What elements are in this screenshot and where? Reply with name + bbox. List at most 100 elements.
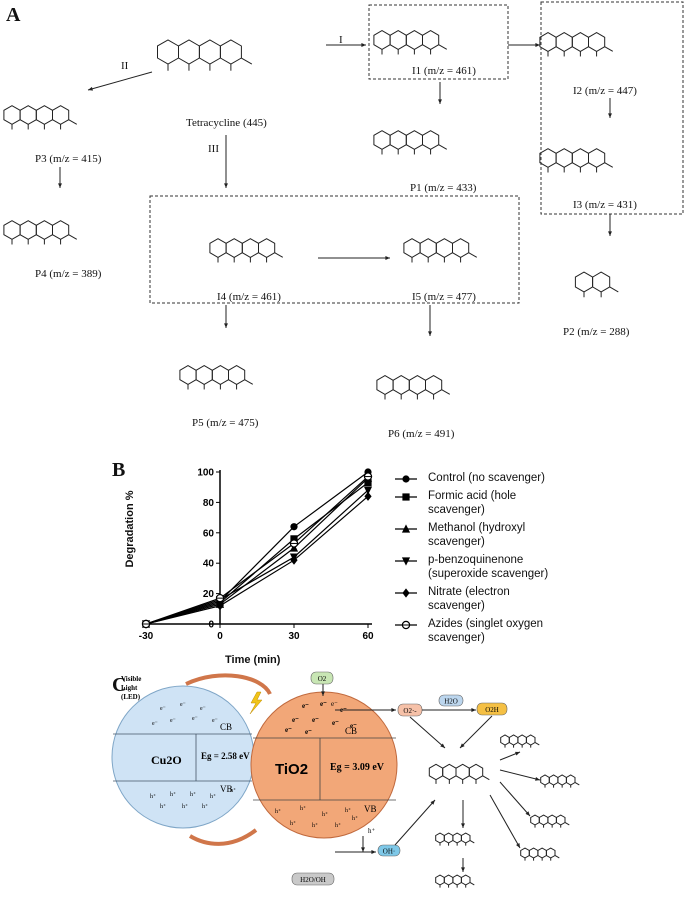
ring [500, 734, 510, 746]
ring [209, 238, 227, 258]
x-axis-title: Time (min) [225, 654, 281, 666]
bond [441, 389, 451, 395]
arrow-head [58, 183, 62, 188]
arrow-product-5 [461, 800, 465, 828]
electron: e⁻ [160, 706, 166, 712]
ring [389, 30, 407, 50]
arrow-head [321, 691, 325, 696]
cu2o-vb-label: VB [220, 784, 233, 794]
arrow-head [361, 43, 366, 47]
electron: e⁻ [192, 716, 198, 722]
ring [548, 774, 559, 786]
electron: e⁻ [302, 702, 309, 710]
structure-label-i5: I5 (m/z = 477) [412, 291, 476, 303]
arrow-head [608, 113, 612, 118]
o2-radical-bubble: O2·- [397, 703, 423, 717]
legend-item: Control (no scavenger) [395, 471, 595, 489]
hole: h⁺ [210, 793, 216, 800]
hole: h⁺ [202, 803, 208, 810]
oh-radical-bubble-text: OH· [383, 848, 395, 856]
electron: e⁻ [152, 721, 158, 727]
o2-bubble-text: O2 [318, 675, 327, 683]
ring [195, 365, 213, 385]
legend-label: p-benzoquinenone [428, 554, 524, 566]
arrow-pathway-ii [87, 71, 153, 91]
bond [68, 234, 78, 240]
ring [468, 763, 484, 781]
ring [537, 847, 547, 859]
structure-label-p1: P1 (m/z = 433) [410, 182, 477, 194]
legend-label: Control (no scavenger) [428, 472, 545, 484]
ring [539, 32, 557, 52]
arrow-i1-to-i2 [508, 43, 540, 47]
hole: h⁺ [230, 787, 236, 794]
arrow-head [224, 323, 228, 328]
x-tick-label: 60 [362, 631, 374, 642]
y-axis-title: Degradation % [124, 490, 136, 568]
marker-shape [364, 479, 372, 487]
ring [539, 148, 557, 168]
hole: h⁺ [352, 815, 358, 822]
marker-shape [290, 535, 298, 543]
ring [588, 148, 606, 168]
marker-shape [402, 493, 410, 501]
structure-label-i2: I2 (m/z = 447) [573, 85, 637, 97]
arrow-i3-to-p2 [608, 214, 612, 236]
structure-label-i1: I1 (m/z = 461) [412, 65, 476, 77]
legend-marker [395, 588, 417, 598]
arrow-pathway-iii [224, 135, 228, 188]
electron: e⁻ [312, 716, 319, 724]
ring [389, 130, 407, 150]
arrow-shaft [409, 716, 446, 749]
hole: h⁺ [312, 822, 318, 829]
arrow-shaft [87, 71, 153, 91]
arrow-shaft [499, 781, 531, 817]
arrow-head [461, 867, 465, 872]
electron: e⁻ [332, 719, 339, 727]
legend-label: scavenger) [428, 632, 485, 644]
o2h-bubble-text: O2H [485, 706, 499, 714]
i4-structure [209, 238, 284, 263]
hole-transfer-arrow [188, 828, 258, 846]
ring [219, 39, 242, 65]
arrow-product-1 [499, 751, 521, 761]
panel-c-letter: C [112, 674, 127, 696]
hole: h⁺ [368, 827, 376, 835]
ring [403, 238, 421, 258]
hole: h⁺ [345, 807, 351, 814]
product-2 [540, 774, 580, 788]
o2h-bubble-shape [476, 702, 508, 716]
ring [460, 874, 471, 886]
hole: h⁺ [300, 805, 306, 812]
arrow-shaft [489, 794, 521, 849]
legend-label: scavenger) [428, 504, 485, 516]
legend-label: (superoxide scavenger) [428, 568, 549, 580]
y-tick-label: 20 [203, 589, 215, 600]
ring [241, 238, 259, 258]
ring [435, 238, 453, 258]
arrow-head [88, 86, 93, 91]
electron: e⁻ [285, 726, 292, 734]
ring [376, 375, 394, 395]
h2o-bubble-text: H2O [444, 698, 458, 706]
arrow-oh-to-tc [394, 799, 436, 846]
bond [438, 144, 448, 150]
p2-structure [574, 271, 619, 298]
structure-label-i3: I3 (m/z = 431) [573, 199, 637, 211]
ring [538, 814, 549, 826]
pathway-i-label: I [339, 34, 343, 46]
data-point [215, 593, 225, 603]
electron: e⁻ [180, 702, 186, 708]
cu2o-cb-label: CB [220, 722, 232, 732]
legend-symbol [402, 475, 410, 483]
product-3 [530, 814, 570, 828]
arrow-product-4 [489, 794, 521, 849]
ring [540, 774, 550, 786]
arrow-to-oh [335, 850, 376, 854]
ring [52, 105, 70, 125]
arrow-head [460, 743, 465, 748]
